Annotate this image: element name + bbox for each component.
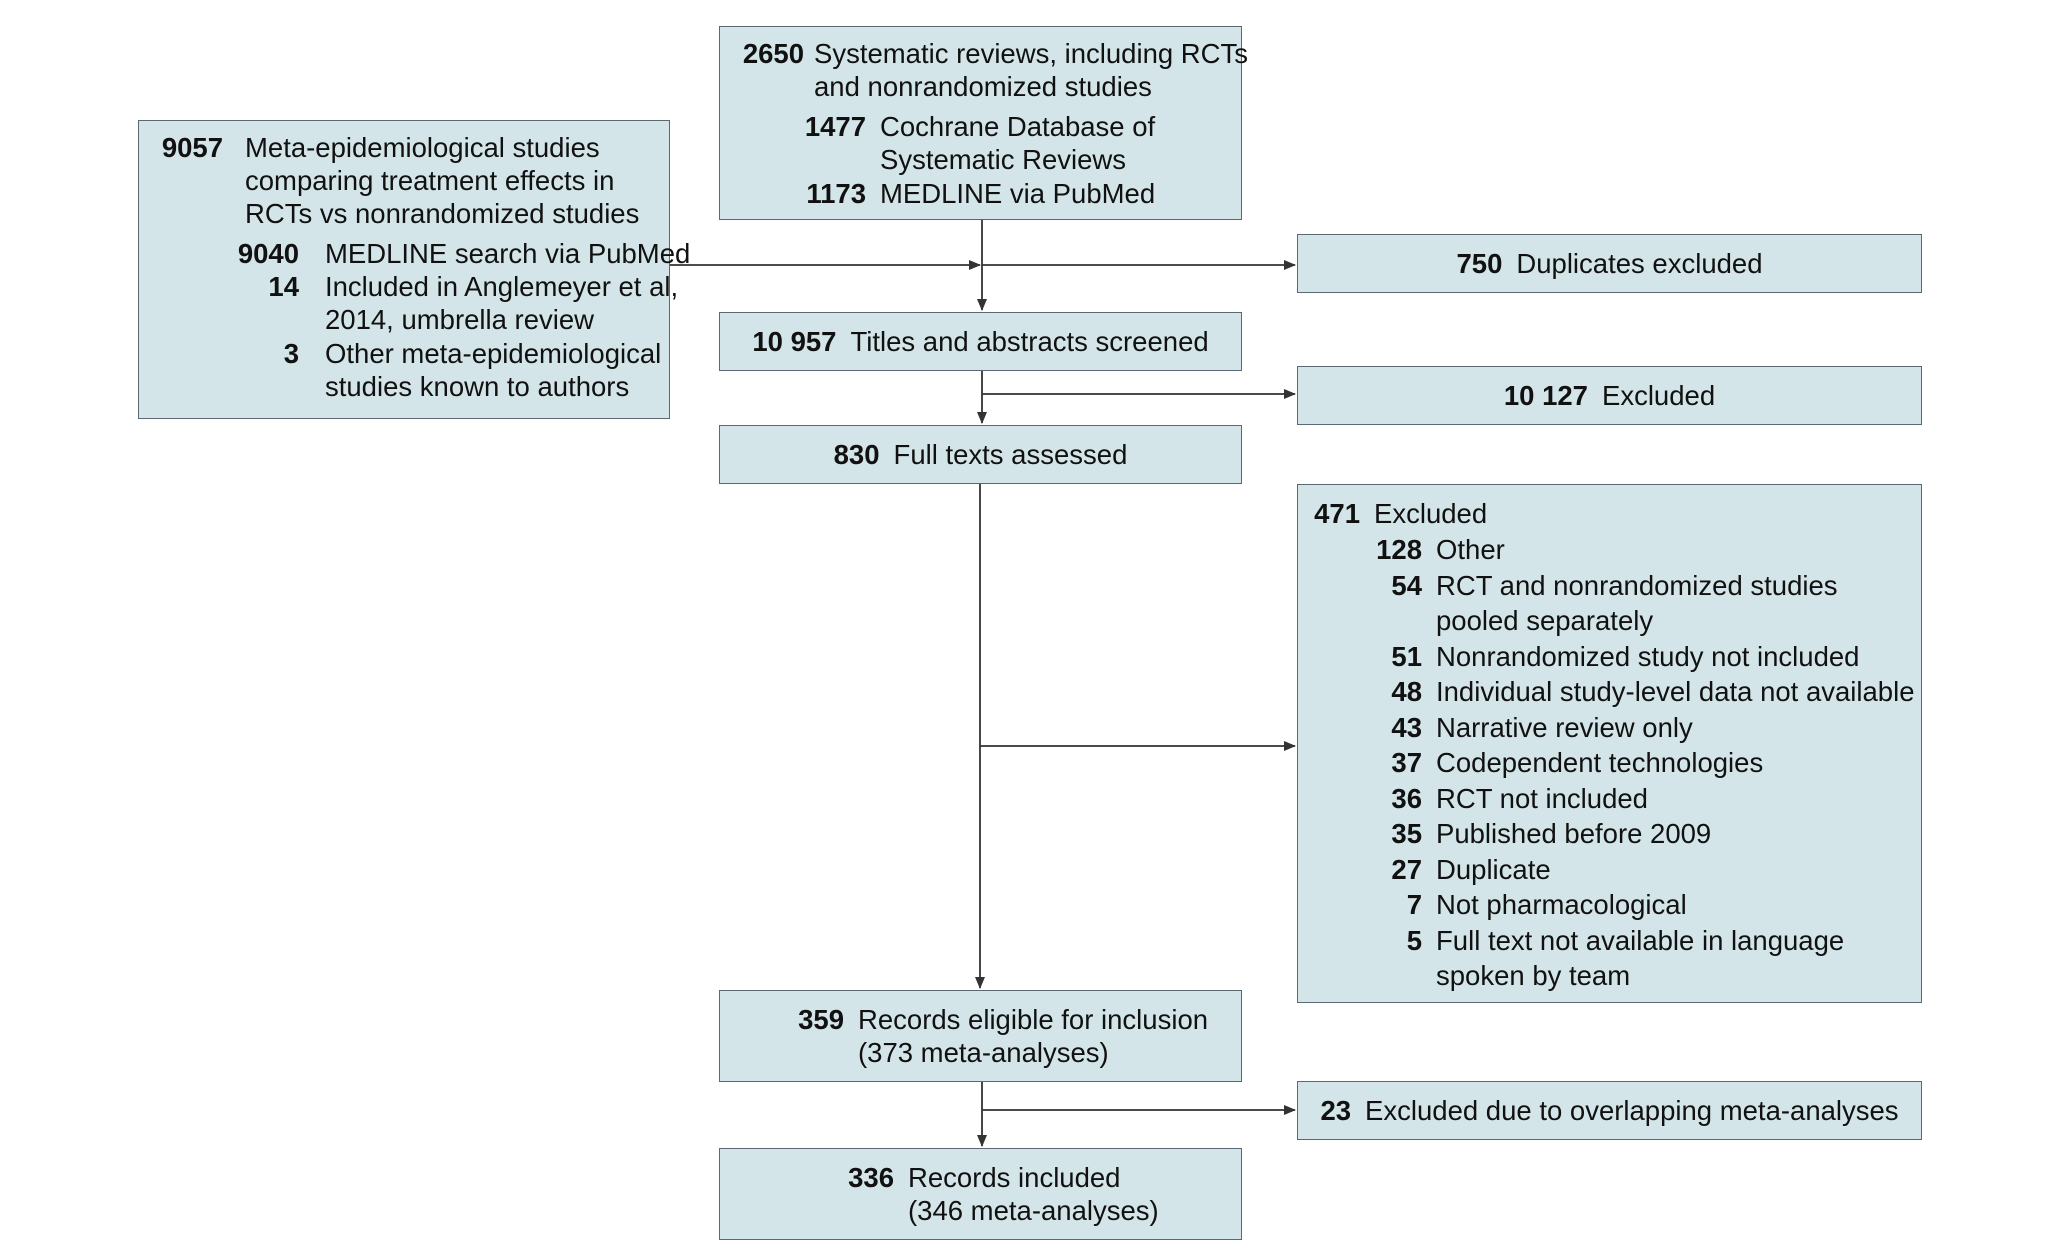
exclusion-reason-count: 48 xyxy=(1391,676,1422,707)
records-eligible-box: 359 Records eligible for inclusion (373 … xyxy=(719,990,1242,1082)
exclusion-reason-label: pooled separately xyxy=(1436,605,1654,636)
exclusion-reason-count: 43 xyxy=(1391,711,1422,743)
exclusion-reason-count: 128 xyxy=(1376,534,1422,565)
exclusion-reason-count: 7 xyxy=(1406,889,1422,920)
exclusion-reason-label: spoken by team xyxy=(1436,960,1631,991)
exclusion-reason-label: Codependent technologies xyxy=(1436,747,1764,778)
exclusion-reason-count: 37 xyxy=(1391,747,1422,778)
exclusion-reason-label: Other xyxy=(1436,534,1505,565)
meta-epidemiological-studies-box: 9057 Meta-epidemiological studies compar… xyxy=(138,120,690,419)
exclusion-reason-count: 51 xyxy=(1391,640,1422,672)
exclusion-reason-count: 54 xyxy=(1391,569,1422,601)
exclusion-reason-label: RCT not included xyxy=(1436,782,1648,814)
exclusion-reason-label: RCT and nonrandomized studies xyxy=(1436,569,1838,601)
records-included-box: 336 Records included (346 meta-analyses) xyxy=(719,1148,1242,1240)
exclusion-reason-label: Individual study-level data not availabl… xyxy=(1436,676,1915,707)
exclusion-reason-label: Full text not available in language xyxy=(1436,924,1845,956)
exclusion-reason-count: 5 xyxy=(1406,924,1422,956)
exclusion-reason-count: 35 xyxy=(1391,818,1422,849)
exclusion-reason-label: Narrative review only xyxy=(1436,711,1693,743)
systematic-reviews-box: 2650 Systematic reviews, including RCTs … xyxy=(719,26,1248,220)
exclusion-reason-label: Published before 2009 xyxy=(1436,818,1712,849)
exclusion-reason-label: Nonrandomized study not included xyxy=(1436,640,1860,672)
exclusion-reason-count: 36 xyxy=(1391,782,1422,814)
exclusion-reason-label: Not pharmacological xyxy=(1436,889,1687,920)
exclusion-reason-label: Duplicate xyxy=(1436,853,1551,885)
exclusion-reason-count: 27 xyxy=(1391,853,1422,885)
